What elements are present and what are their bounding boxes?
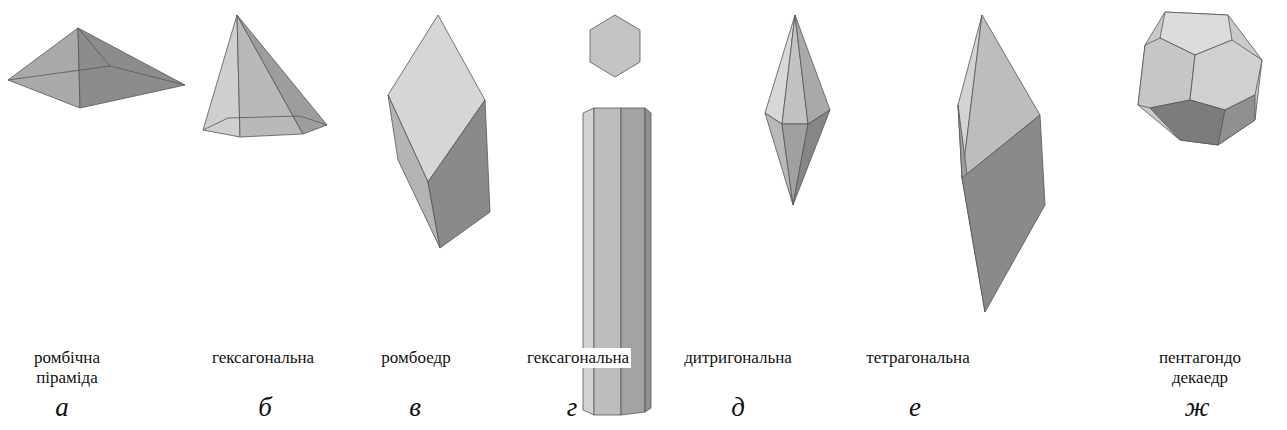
crystal-caption: ромбоедр	[381, 348, 450, 368]
crystal-caption: пентагондо декаедр	[1148, 348, 1253, 388]
figure-letter: ж	[1184, 392, 1209, 422]
rhombohedron-face	[388, 95, 440, 248]
figure-letter: е	[909, 392, 921, 422]
crystal-caption: дитригональна	[684, 348, 792, 368]
hidden-edge	[300, 116, 327, 125]
prism-face	[621, 108, 645, 415]
dipyramid-face	[795, 15, 830, 124]
figure-letter: а	[55, 392, 69, 422]
hidden-edge	[110, 66, 185, 85]
prism-face	[645, 108, 651, 412]
prism-face	[583, 108, 594, 415]
figure-letter: в	[409, 392, 421, 422]
hidden-edge	[8, 66, 110, 80]
rhombohedron-face	[428, 100, 490, 248]
dodecahedron-face	[1150, 100, 1225, 145]
dodecahedron-face	[1218, 95, 1255, 145]
dodecahedron-face	[1138, 38, 1195, 108]
crystal-caption: тетрагональна	[866, 348, 969, 368]
dodecahedron-outline	[1138, 12, 1262, 145]
crystal-caption: ромбічна піраміда	[12, 348, 122, 388]
dipyramid-face	[962, 115, 1045, 312]
hidden-edge	[203, 118, 228, 130]
hidden-edge	[228, 116, 300, 118]
ditrigonal-dipyramid	[765, 15, 830, 205]
figure-letter: г	[567, 392, 578, 422]
prism-face	[594, 108, 621, 415]
hidden-edge	[78, 28, 110, 66]
hexagonal-pyramid	[203, 15, 327, 137]
crystal-caption: гексагональна	[525, 348, 631, 368]
rhombohedron	[388, 15, 490, 248]
pyramid-face	[203, 15, 240, 137]
tetragonal-dipyramid	[958, 15, 1045, 312]
pyramid-face	[8, 28, 80, 108]
pentagonal-dodecahedron	[1138, 12, 1262, 145]
hexagon-section	[590, 15, 640, 77]
dipyramid-face	[793, 110, 830, 205]
figure-letter: д	[731, 392, 745, 422]
crystal-caption: гексагональна	[212, 348, 314, 368]
rhombic-pyramid	[8, 28, 185, 108]
figure-letter: б	[258, 392, 272, 422]
